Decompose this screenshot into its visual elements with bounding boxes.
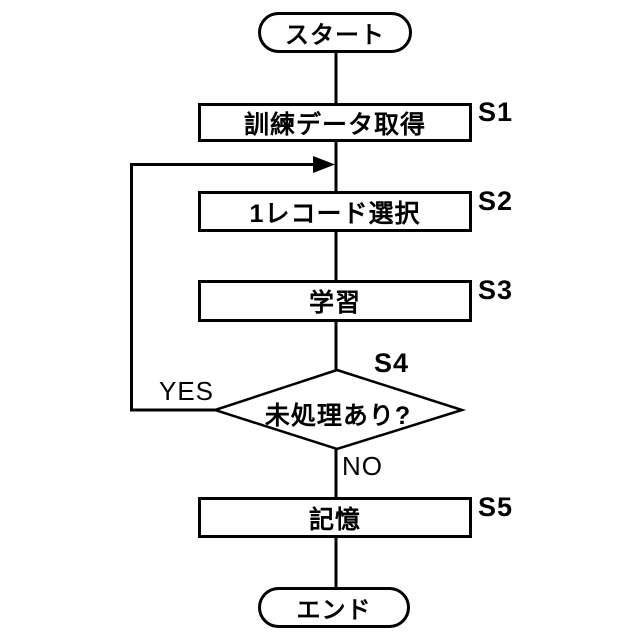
step-id-s3: S3	[478, 275, 514, 305]
process-box-s1-label: 訓練データ取得	[243, 110, 426, 139]
step-id-s4: S4	[374, 348, 410, 378]
branch-label-no: NO	[342, 451, 383, 481]
process-box-s3: 学習	[198, 280, 472, 322]
step-id-s5: S5	[478, 492, 514, 522]
terminal-start-label: スタート	[285, 22, 385, 49]
decision-diamond-s4	[210, 368, 467, 451]
terminal-start: スタート	[258, 12, 412, 53]
process-box-s2-label: 1レコード選択	[249, 199, 421, 228]
process-box-s3-label: 学習	[308, 289, 361, 317]
decision-s4-label: 未処理あり?	[264, 402, 412, 430]
process-box-s5: 記憶	[198, 497, 472, 538]
process-box-s2: 1レコード選択	[198, 191, 472, 232]
loop-arrowhead-icon	[313, 156, 335, 173]
step-id-s1: S1	[478, 97, 514, 127]
process-box-s5-label: 記憶	[308, 505, 361, 534]
process-box-s1: 訓練データ取得	[198, 103, 472, 142]
terminal-end-label: エンド	[296, 597, 372, 624]
step-id-s2: S2	[478, 186, 514, 216]
branch-label-yes: YES	[159, 376, 215, 406]
terminal-end: エンド	[258, 587, 410, 628]
connector-yes-loop	[130, 163, 315, 412]
